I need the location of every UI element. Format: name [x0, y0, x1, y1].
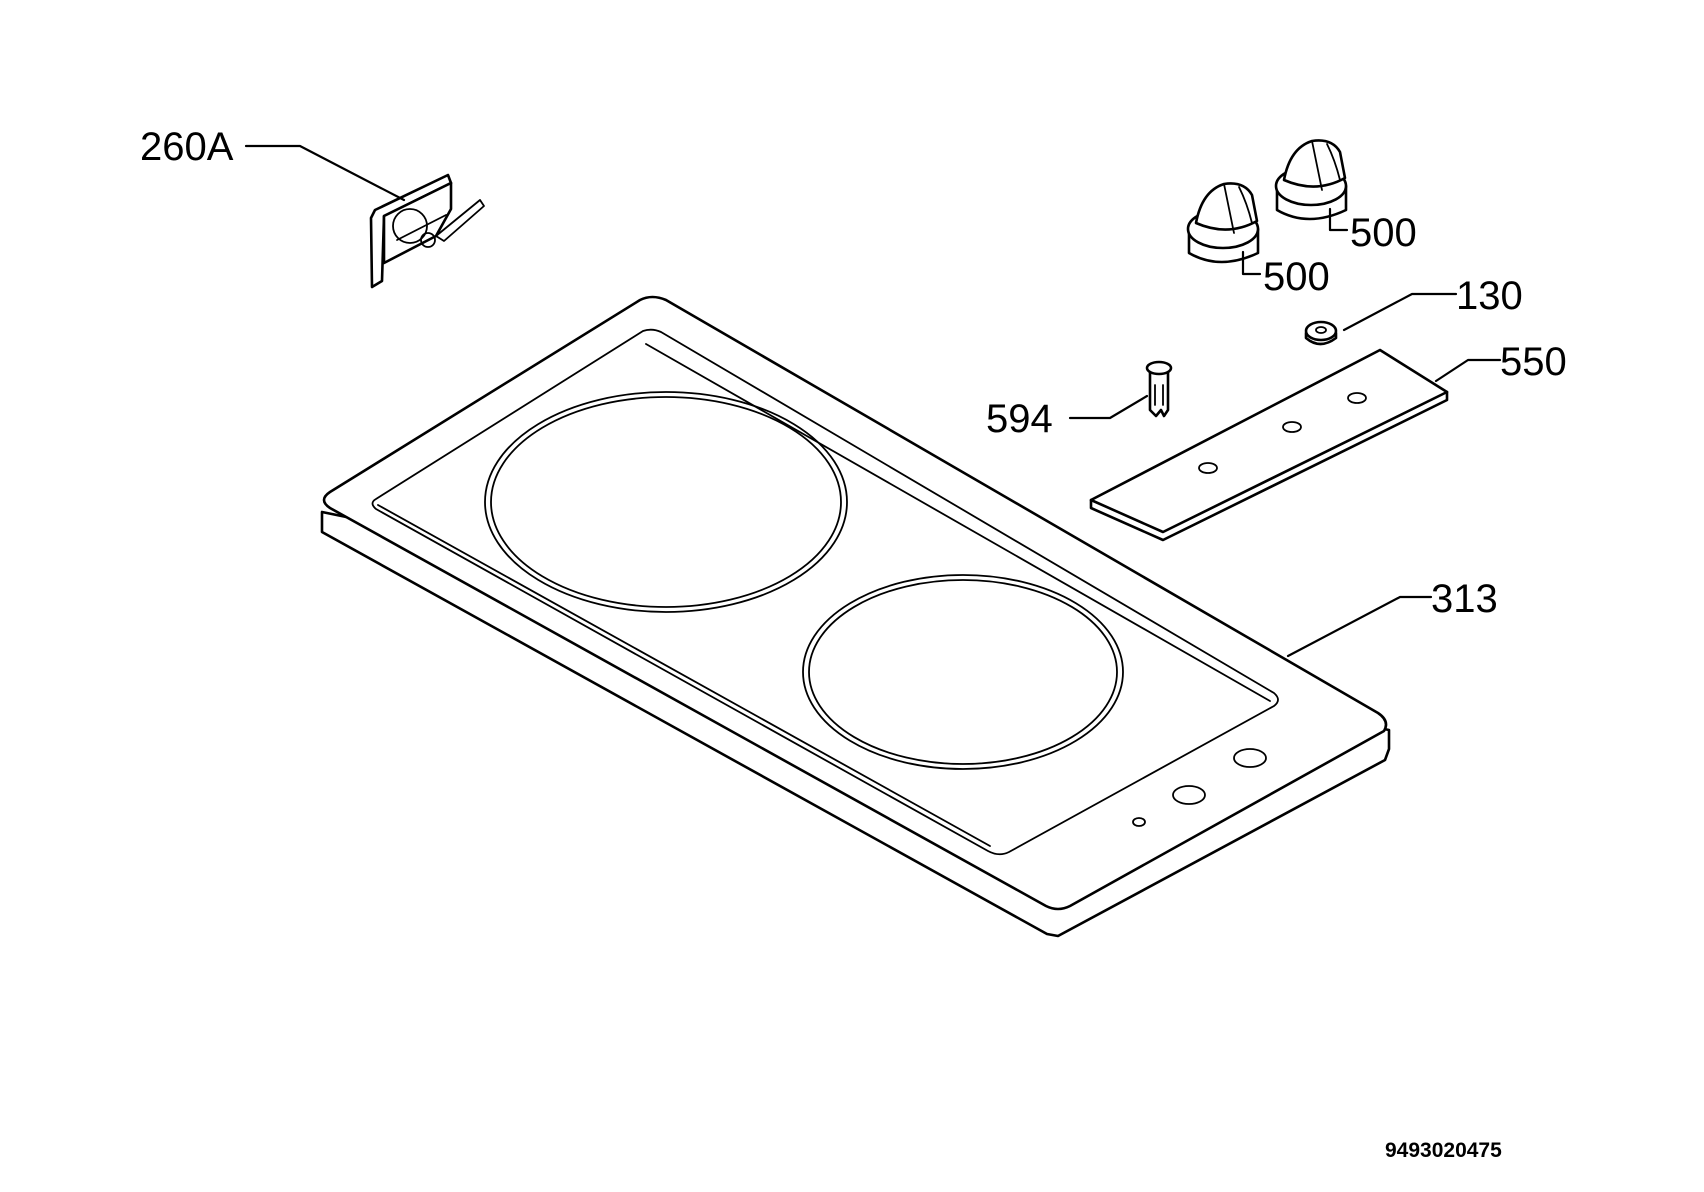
nut-130 — [1304, 320, 1338, 346]
leader-313 — [1286, 595, 1433, 658]
callout-594: 594 — [986, 397, 1053, 441]
control-strip-550 — [1089, 348, 1449, 542]
hob-top-313 — [320, 295, 1391, 938]
knob-500-upper — [1274, 139, 1348, 221]
leader-260a — [244, 144, 406, 202]
callout-130: 130 — [1456, 274, 1523, 318]
leader-500-upper — [1328, 207, 1349, 232]
callout-500-upper: 500 — [1350, 211, 1417, 255]
leader-550 — [1434, 358, 1502, 383]
knob-500-lower — [1186, 182, 1260, 264]
clip-594 — [1145, 360, 1173, 418]
bracket-260a — [369, 173, 485, 289]
callout-500-lower: 500 — [1263, 255, 1330, 299]
leader-500-lower — [1241, 250, 1262, 276]
document-number: 9493020475 — [1385, 1139, 1502, 1162]
callout-313: 313 — [1431, 577, 1498, 621]
leader-594 — [1068, 394, 1149, 420]
callout-260a: 260A — [140, 125, 234, 169]
callout-550: 550 — [1500, 340, 1567, 384]
leader-130 — [1342, 292, 1458, 332]
